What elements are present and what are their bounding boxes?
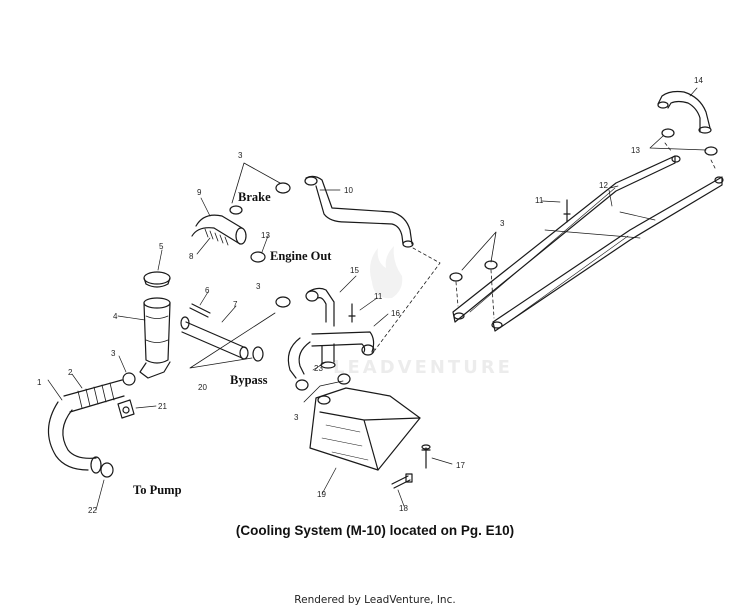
bleeder-screw-11 <box>563 199 571 223</box>
tank-19 <box>309 387 421 471</box>
hose-9-spring-8 <box>191 214 247 246</box>
part-number: 14 <box>694 76 703 85</box>
clamp-3f <box>122 372 136 386</box>
bolt-17 <box>421 444 431 469</box>
part-number: 21 <box>158 402 167 411</box>
clamp-bypass <box>180 316 190 330</box>
part-number: 2 <box>68 368 73 377</box>
cooling-tube-12 <box>452 155 724 332</box>
part-number: 13 <box>261 231 270 240</box>
part-number: 3 <box>256 282 261 291</box>
part-number: 1 <box>37 378 42 387</box>
part-number: 16 <box>391 309 400 318</box>
pin-6 <box>189 303 211 318</box>
elbow-hose-14 <box>657 90 712 134</box>
part-number: 23 <box>314 364 323 373</box>
callout-bypass: Bypass <box>230 373 268 387</box>
part-number: 13 <box>631 146 640 155</box>
leader-lines <box>47 87 698 511</box>
spring-2 <box>63 379 125 413</box>
part-number: 12 <box>599 181 608 190</box>
clamp-3h <box>337 373 351 385</box>
part-number: 15 <box>350 266 359 275</box>
pump-hose-1 <box>47 401 102 474</box>
clamp-22 <box>100 462 114 478</box>
part-number: 5 <box>159 242 164 251</box>
part-number: 3 <box>294 413 299 422</box>
callout-brake: Brake <box>238 190 271 204</box>
part-number: 18 <box>399 504 408 513</box>
part-number: 22 <box>88 506 97 515</box>
part-number: 3 <box>500 219 505 228</box>
rendered-by-footer: Rendered by LeadVenture, Inc. <box>294 594 456 606</box>
brake-hose-10 <box>304 175 414 248</box>
fitting-18 <box>391 473 413 489</box>
diagram-caption: (Cooling System (M-10) located on Pg. E1… <box>235 523 515 538</box>
part-number: 4 <box>113 312 118 321</box>
clamp-3b <box>275 182 291 194</box>
callout-engine-out: Engine Out <box>270 249 332 263</box>
part-number: 19 <box>317 490 326 499</box>
surge-tank-4 <box>139 297 171 379</box>
part-number: 11 <box>535 196 544 205</box>
radiator-cap-5 <box>143 271 171 288</box>
part-number: 11 <box>374 292 383 301</box>
part-number: 9 <box>197 188 202 197</box>
clamp-3c <box>449 272 463 282</box>
part-number: 17 <box>456 461 465 470</box>
bracket-21 <box>117 399 135 419</box>
clamp-3g <box>295 379 309 391</box>
part-number: 7 <box>233 300 238 309</box>
watermark-text: LEADVENTURE <box>333 357 513 378</box>
part-number: 3 <box>111 349 116 358</box>
clamp-13c <box>250 251 266 263</box>
part-number: 3 <box>238 151 243 160</box>
part-number: 6 <box>205 286 210 295</box>
callout-to-pump: To Pump <box>133 483 182 497</box>
clamp-13a <box>661 128 675 138</box>
part-number: 10 <box>344 186 353 195</box>
bypass-tube-7 <box>181 321 249 360</box>
bleeder-11b <box>348 303 356 323</box>
clamp-3a <box>229 205 243 215</box>
part-number: 20 <box>198 383 207 392</box>
clamp-bypass-b <box>252 346 264 362</box>
watermark-flame-icon <box>370 246 403 299</box>
hose-15 <box>305 287 335 327</box>
clamp-13b <box>704 146 718 156</box>
part-number: 8 <box>189 252 194 261</box>
clamp-3e <box>275 296 291 308</box>
